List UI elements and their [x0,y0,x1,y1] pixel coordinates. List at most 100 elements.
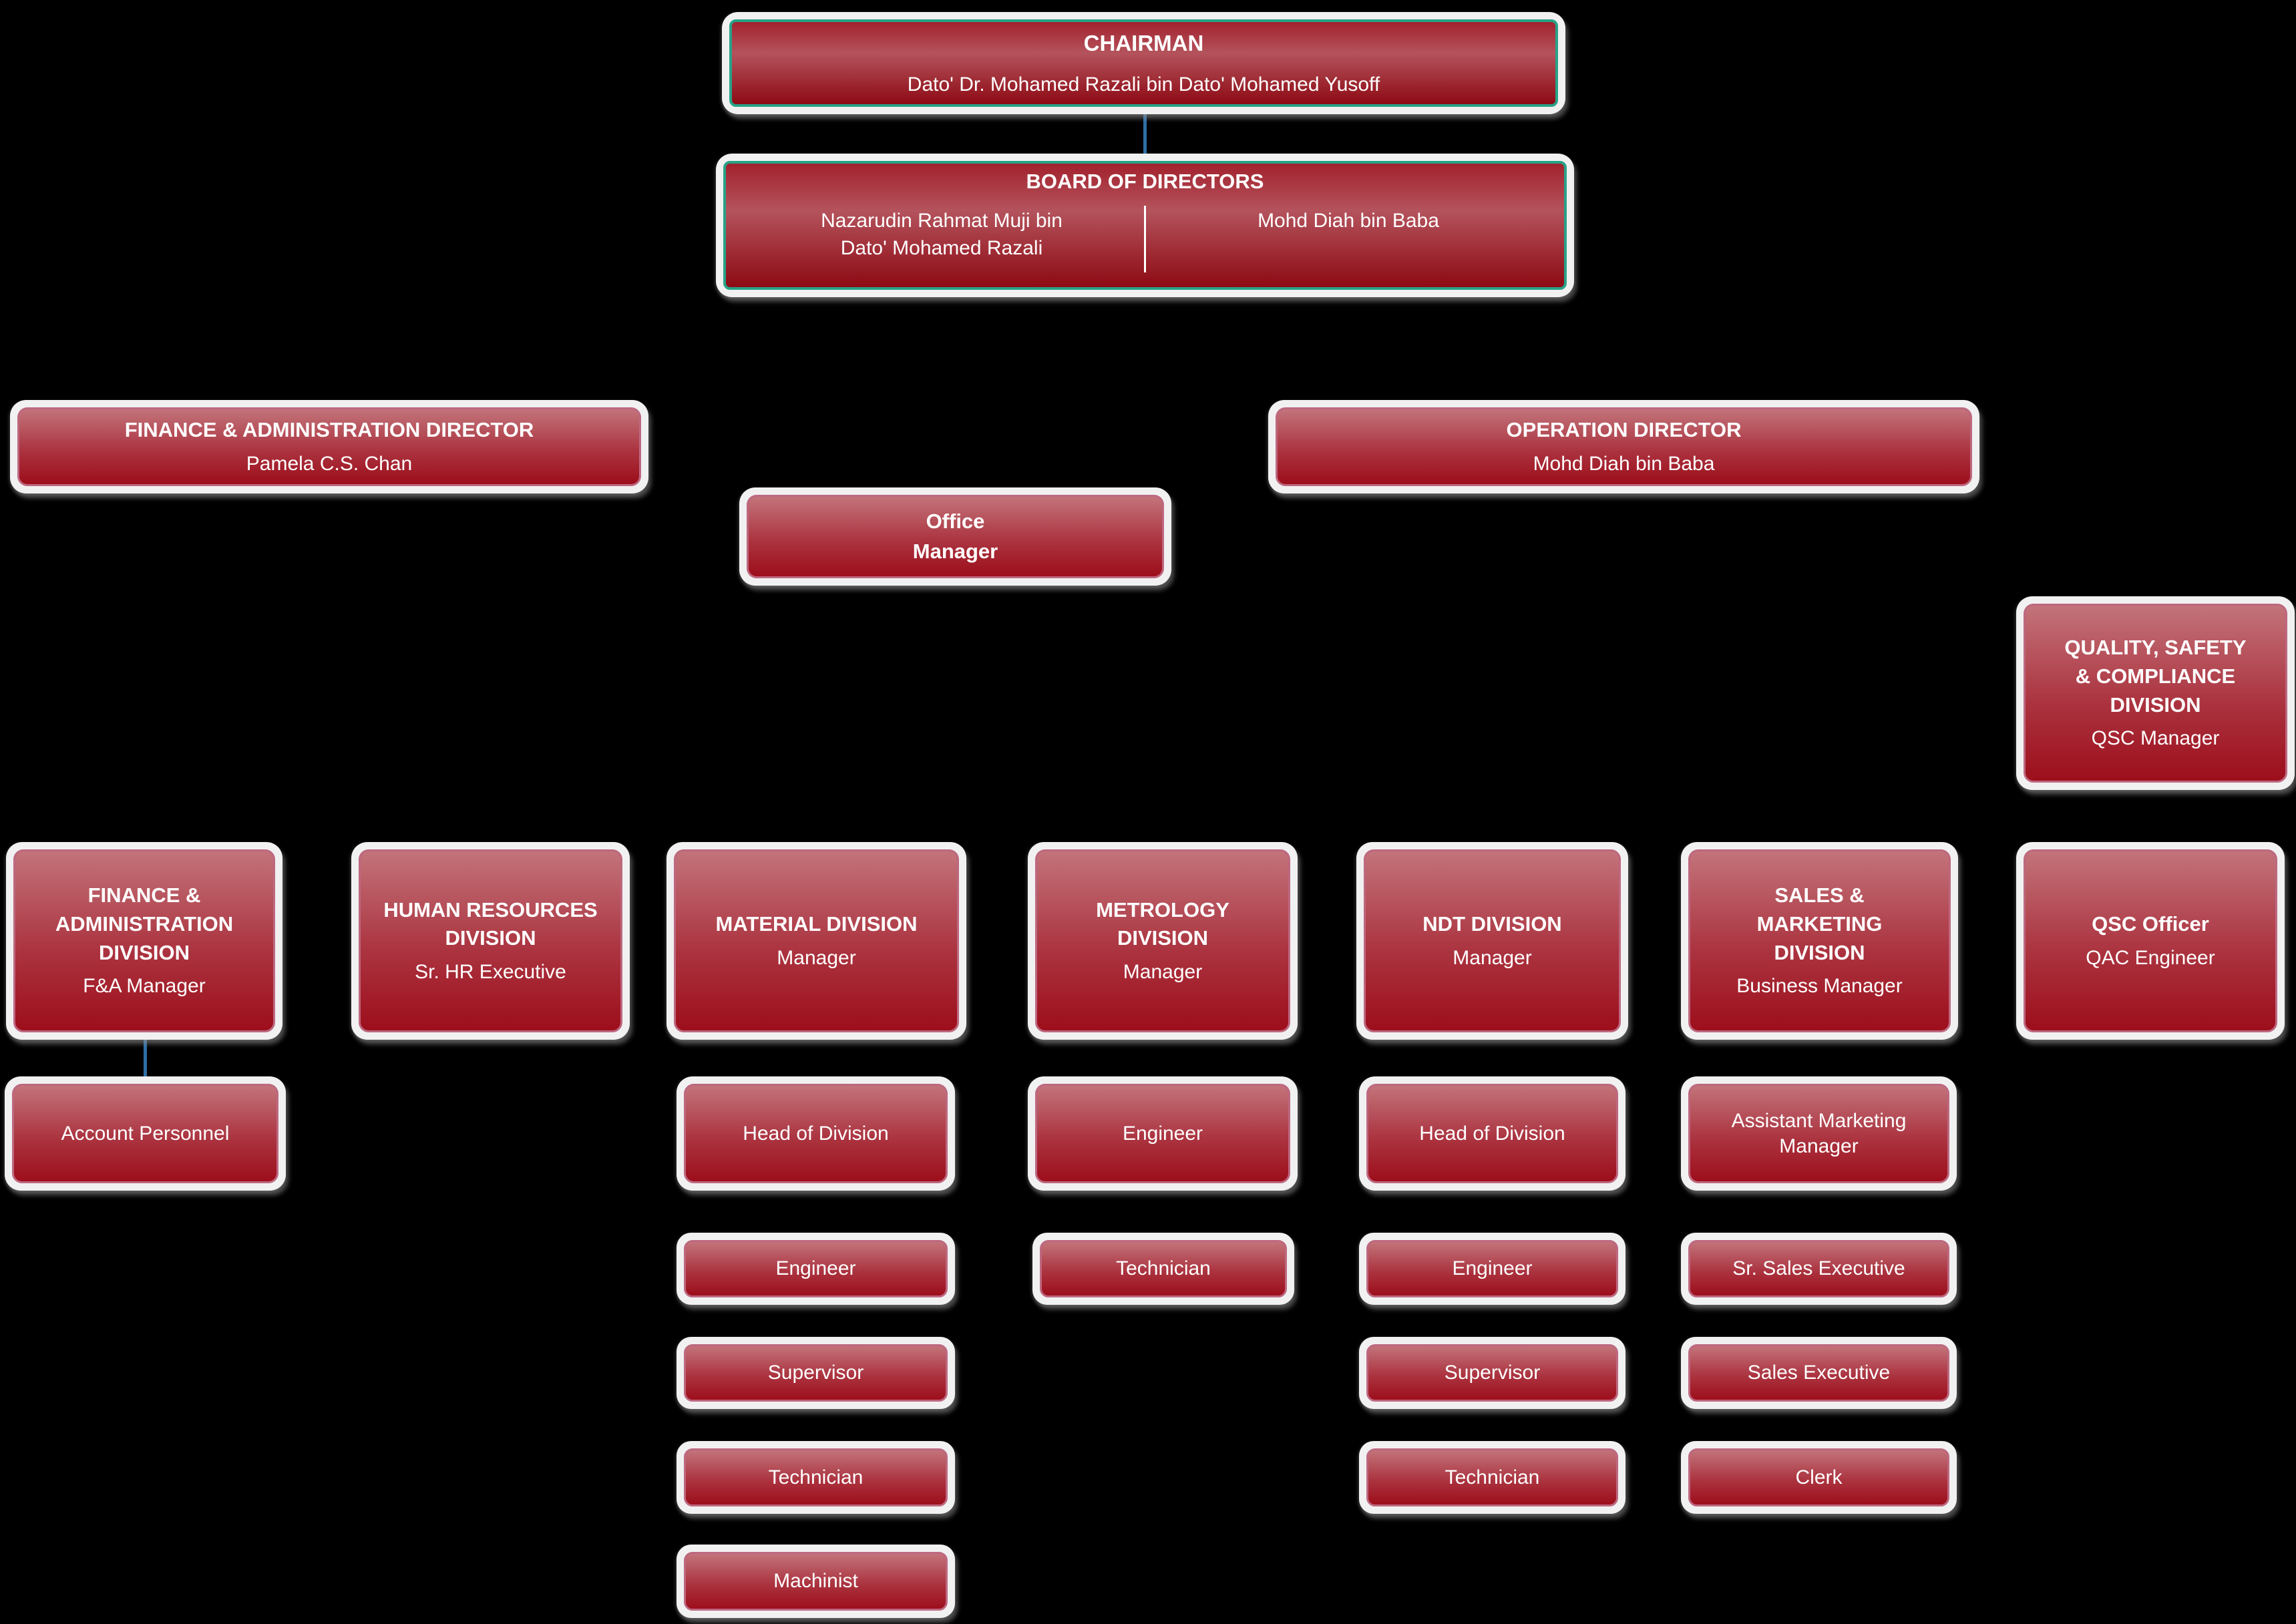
qsc-division-title: QUALITY, SAFETY & COMPLIANCE DIVISION [2064,636,2247,717]
clerk-label: Clerk [1795,1466,1843,1488]
metrology-technician-inner: Technician [1040,1240,1287,1297]
material-engineer-label: Engineer [775,1257,856,1280]
account-personnel-box: Account Personnel [5,1076,286,1191]
ndt-engineer-label: Engineer [1452,1257,1533,1280]
operation-director-box: OPERATION DIRECTOR Mohd Diah bin Baba [1268,400,1979,493]
material-technician-label: Technician [768,1466,864,1488]
ndt-engineer-box: Engineer [1359,1233,1625,1305]
material-head-of-division-label: Head of Division [743,1122,889,1145]
sr-sales-executive-box: Sr. Sales Executive [1681,1233,1957,1305]
finance-admin-division-title: FINANCE & ADMINISTRATION DIVISION [55,883,234,964]
ndt-supervisor-box: Supervisor [1359,1337,1625,1409]
connector-fadivision-to-account-personnel [144,1039,147,1078]
material-supervisor-box: Supervisor [677,1337,955,1409]
assistant-marketing-manager-inner: Assistant Marketing Manager [1688,1084,1949,1183]
sr-sales-executive-inner: Sr. Sales Executive [1688,1240,1949,1297]
material-head-of-division-inner: Head of Division [684,1084,948,1183]
metrology-engineer-inner: Engineer [1035,1084,1290,1183]
ndt-division-name: Manager [1453,946,1532,969]
operation-director-title: OPERATION DIRECTOR [1506,417,1742,441]
ndt-head-of-division-label: Head of Division [1419,1122,1565,1145]
qsc-officer-title: QSC Officer [2092,911,2209,936]
ndt-head-of-division-box: Head of Division [1359,1076,1625,1191]
metrology-division-name: Manager [1123,961,1203,984]
qsc-officer-name: QAC Engineer [2086,946,2215,969]
account-personnel-label: Account Personnel [61,1122,230,1145]
metrology-engineer-box: Engineer [1028,1076,1298,1191]
quality-safety-compliance-division-box: QUALITY, SAFETY & COMPLIANCE DIVISION QS… [2016,596,2295,790]
machinist-box: Machinist [677,1545,955,1618]
office-manager-inner: Office Manager [747,495,1164,578]
material-technician-inner: Technician [684,1448,948,1506]
chairman-box: CHAIRMAN Dato' Dr. Mohamed Razali bin Da… [722,12,1565,114]
material-division-name: Manager [777,946,856,969]
sr-sales-executive-label: Sr. Sales Executive [1732,1257,1905,1280]
material-supervisor-label: Supervisor [767,1362,864,1384]
office-manager-label: Office Manager [912,509,998,563]
metrology-technician-label: Technician [1116,1257,1211,1280]
chairman-box-inner: CHAIRMAN Dato' Dr. Mohamed Razali bin Da… [729,19,1558,107]
qsc-division-inner: QUALITY, SAFETY & COMPLIANCE DIVISION QS… [2024,604,2287,783]
metrology-technician-box: Technician [1032,1233,1294,1305]
account-personnel-inner: Account Personnel [12,1084,278,1183]
finance-admin-division-name: F&A Manager [83,975,206,998]
board-divider [1144,205,1146,272]
material-engineer-box: Engineer [677,1233,955,1305]
finance-admin-director-inner: FINANCE & ADMINISTRATION DIRECTOR Pamela… [17,407,641,486]
material-engineer-inner: Engineer [684,1240,948,1297]
qsc-officer-box: QSC Officer QAC Engineer [2016,842,2285,1040]
qsc-division-name: QSC Manager [2091,727,2220,750]
human-resources-division-inner: HUMAN RESOURCES DIVISION Sr. HR Executiv… [359,849,622,1032]
human-resources-division-box: HUMAN RESOURCES DIVISION Sr. HR Executiv… [351,842,630,1040]
metrology-division-box: METROLOGY DIVISION Manager [1028,842,1298,1040]
board-member-left: Nazarudin Rahmat Muji bin Dato' Mohamed … [821,209,1063,260]
sales-marketing-division-title: SALES & MARKETING DIVISION [1756,883,1883,964]
board-members: Nazarudin Rahmat Muji bin Dato' Mohamed … [739,202,1551,283]
sales-marketing-division-box: SALES & MARKETING DIVISION Business Mana… [1681,842,1958,1040]
ndt-technician-inner: Technician [1366,1448,1618,1506]
finance-admin-director-title: FINANCE & ADMINISTRATION DIRECTOR [124,417,534,441]
material-head-of-division-box: Head of Division [677,1076,955,1191]
connector-chairman-to-board [1143,114,1147,154]
sales-executive-inner: Sales Executive [1688,1344,1949,1402]
operation-director-inner: OPERATION DIRECTOR Mohd Diah bin Baba [1276,407,1972,486]
qsc-officer-inner: QSC Officer QAC Engineer [2024,849,2277,1032]
ndt-division-title: NDT DIVISION [1422,911,1562,936]
sales-marketing-division-name: Business Manager [1736,975,1903,998]
material-division-inner: MATERIAL DIVISION Manager [674,849,959,1032]
sales-marketing-division-inner: SALES & MARKETING DIVISION Business Mana… [1688,849,1951,1032]
ndt-engineer-inner: Engineer [1366,1240,1618,1297]
assistant-marketing-manager-box: Assistant Marketing Manager [1681,1076,1957,1191]
human-resources-division-name: Sr. HR Executive [415,961,566,984]
human-resources-division-title: HUMAN RESOURCES DIVISION [383,897,598,950]
chairman-name: Dato' Dr. Mohamed Razali bin Dato' Moham… [907,73,1380,95]
board-of-directors-box: BOARD OF DIRECTORS Nazarudin Rahmat Muji… [716,154,1574,297]
ndt-technician-label: Technician [1445,1466,1540,1488]
finance-admin-director-name: Pamela C.S. Chan [246,452,413,475]
metrology-engineer-label: Engineer [1122,1122,1203,1145]
assistant-marketing-manager-label: Assistant Marketing Manager [1731,1110,1907,1157]
material-division-box: MATERIAL DIVISION Manager [666,842,966,1040]
metrology-division-title: METROLOGY DIVISION [1096,897,1229,950]
material-supervisor-inner: Supervisor [684,1344,948,1402]
board-box-inner: BOARD OF DIRECTORS Nazarudin Rahmat Muji… [723,161,1567,290]
board-title: BOARD OF DIRECTORS [1026,170,1264,193]
ndt-division-box: NDT DIVISION Manager [1356,842,1628,1040]
material-division-title: MATERIAL DIVISION [715,911,918,936]
finance-admin-director-box: FINANCE & ADMINISTRATION DIRECTOR Pamela… [10,400,648,493]
office-manager-box: Office Manager [739,487,1171,586]
ndt-division-inner: NDT DIVISION Manager [1364,849,1621,1032]
metrology-division-inner: METROLOGY DIVISION Manager [1035,849,1290,1032]
ndt-technician-box: Technician [1359,1441,1625,1514]
ndt-supervisor-inner: Supervisor [1366,1344,1618,1402]
finance-admin-division-box: FINANCE & ADMINISTRATION DIVISION F&A Ma… [6,842,282,1040]
machinist-label: Machinist [773,1570,858,1593]
ndt-supervisor-label: Supervisor [1444,1362,1541,1384]
sales-executive-box: Sales Executive [1681,1337,1957,1409]
machinist-inner: Machinist [684,1552,948,1611]
sales-executive-label: Sales Executive [1747,1362,1891,1384]
ndt-head-of-division-inner: Head of Division [1366,1084,1618,1183]
clerk-inner: Clerk [1688,1448,1949,1506]
finance-admin-division-inner: FINANCE & ADMINISTRATION DIVISION F&A Ma… [13,849,275,1032]
board-member-right: Mohd Diah bin Baba [1258,209,1439,232]
